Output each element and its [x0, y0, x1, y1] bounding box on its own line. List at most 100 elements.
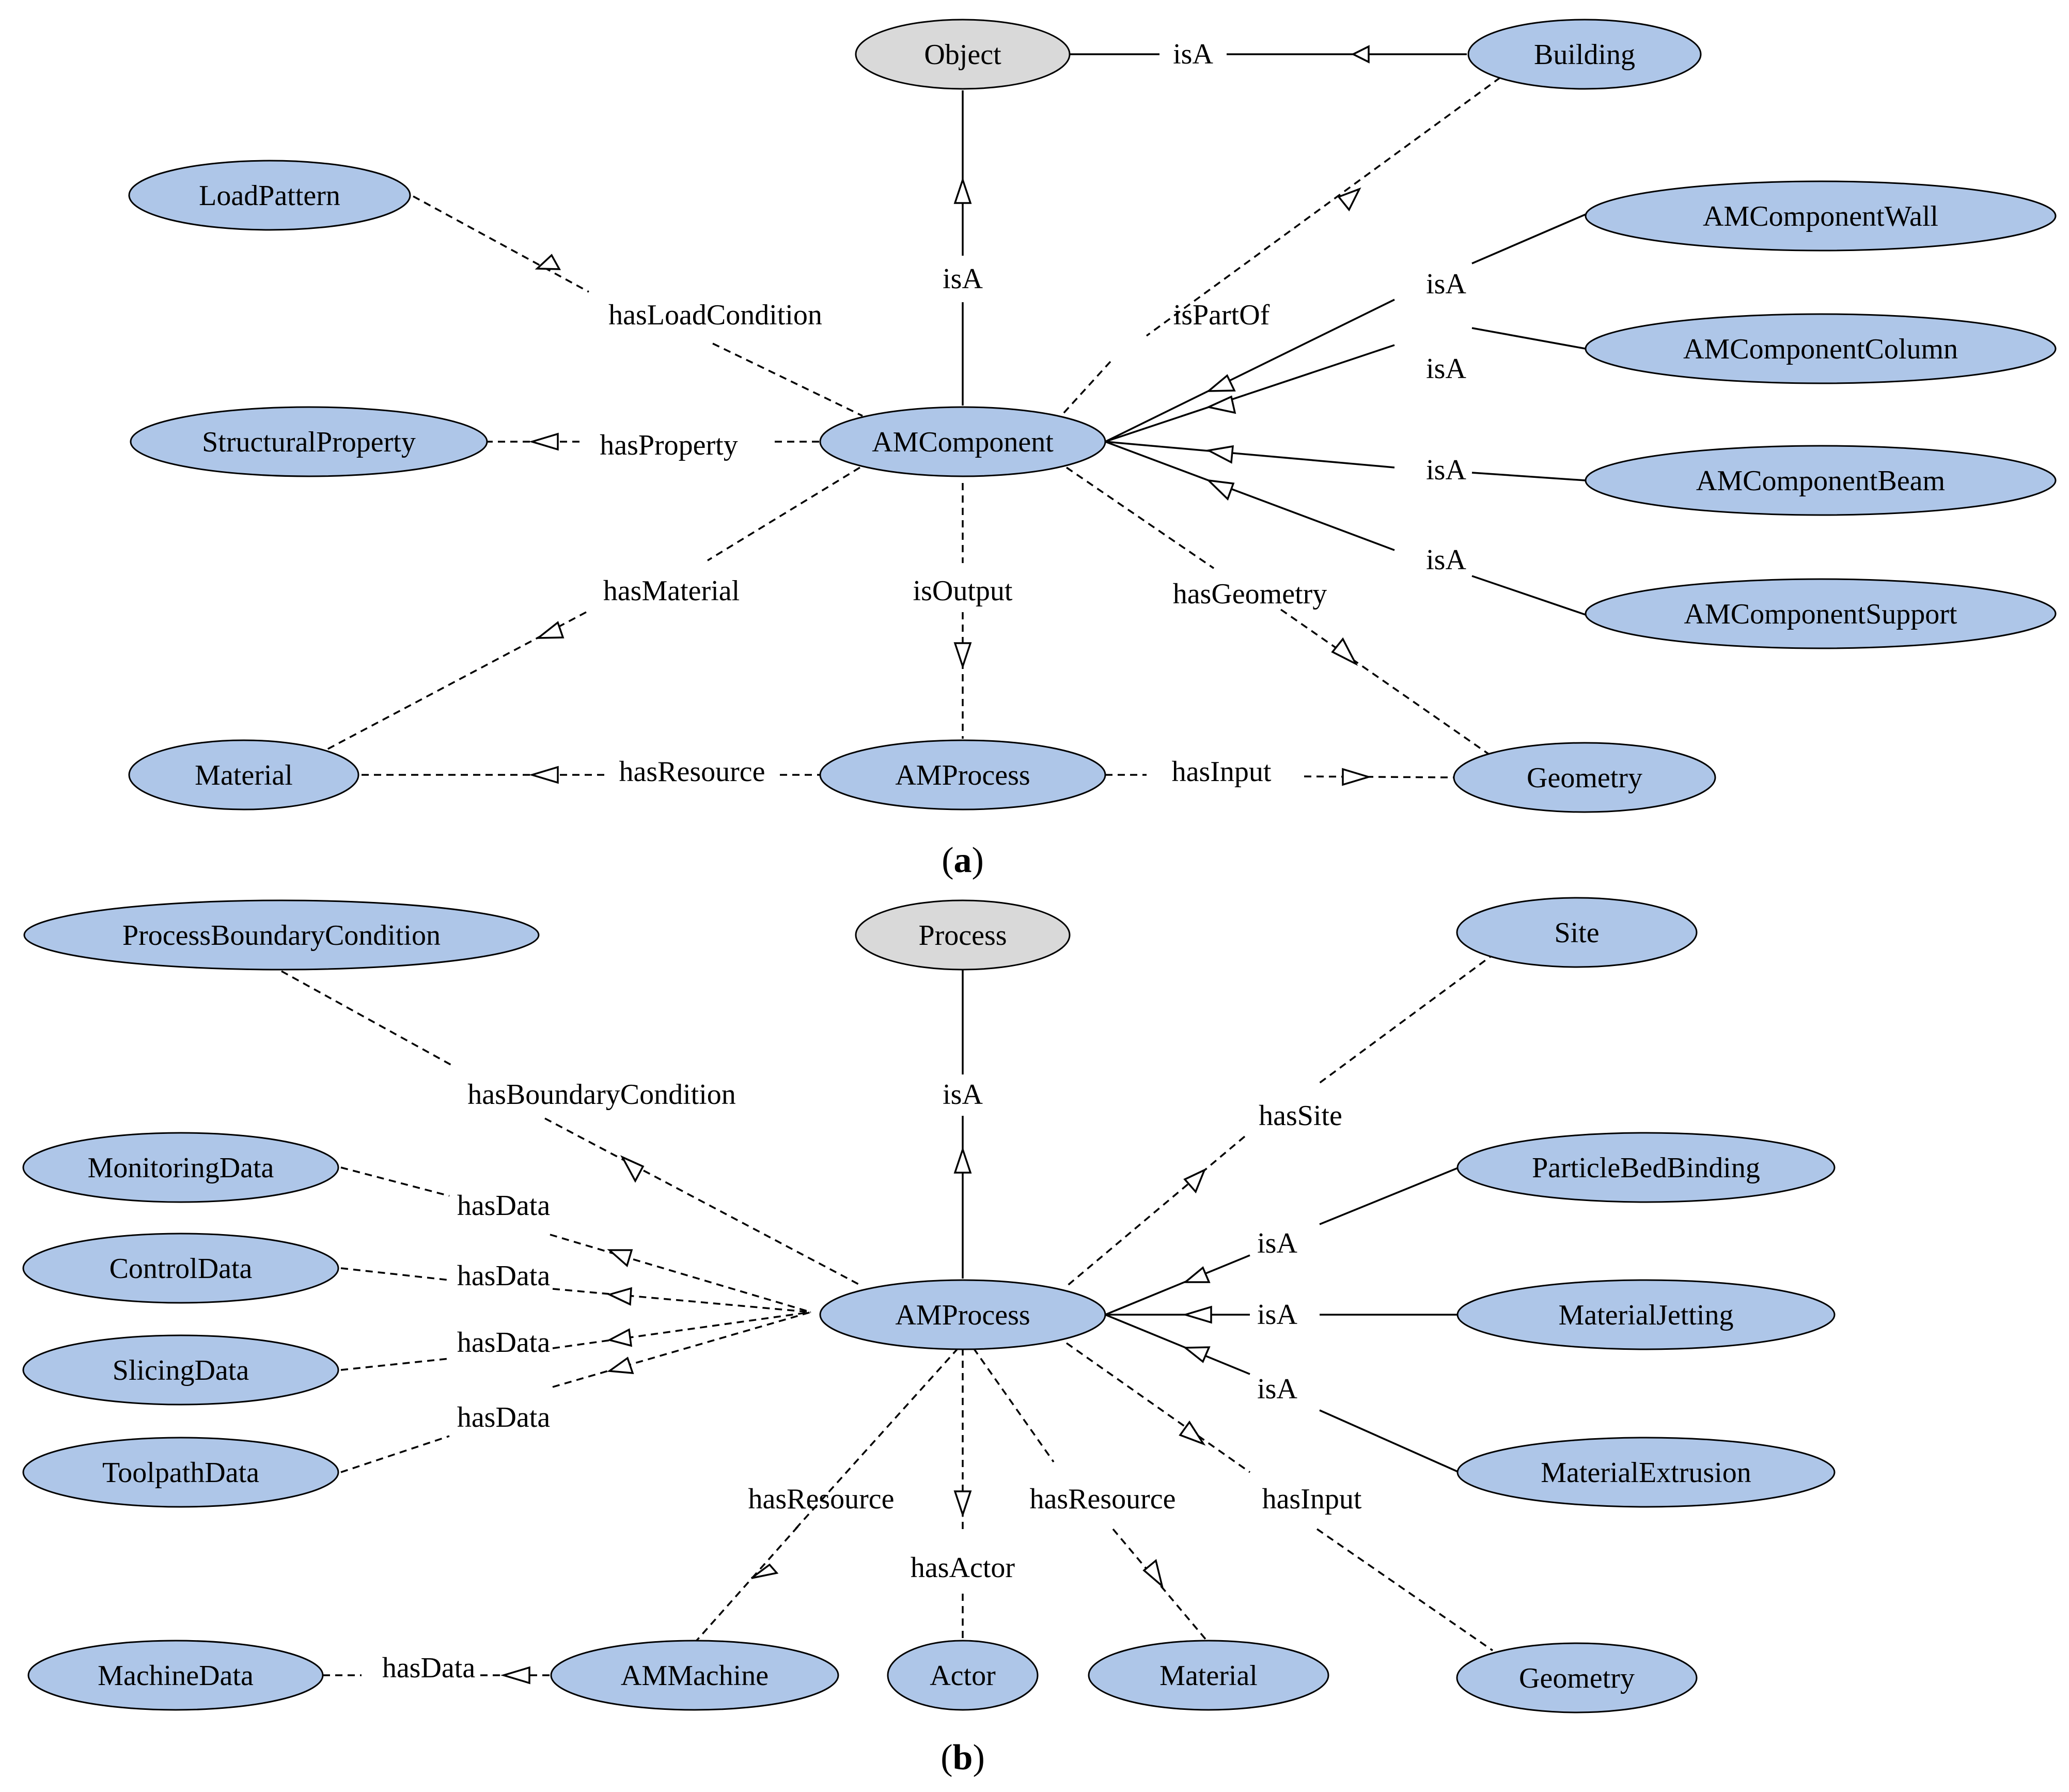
svg-text:SlicingData: SlicingData	[113, 1354, 249, 1386]
edge-hasgeometry-arrow	[1331, 637, 1358, 666]
svg-text:Geometry: Geometry	[1527, 762, 1642, 794]
edge-hasdata-slicing-arrow	[607, 1328, 633, 1347]
edge-hassite-arrow	[1183, 1168, 1206, 1194]
node-slicingdata: SlicingData	[22, 1334, 339, 1406]
node-controldata: ControlData	[22, 1233, 339, 1304]
diagram-b: isA hasSite hasBoundaryCondition hasData…	[22, 897, 1836, 1778]
node-process: Process	[855, 899, 1071, 971]
label-hasresource-material: hasResource	[1029, 1483, 1175, 1515]
node-amprocess-b: AMProcess	[819, 1279, 1106, 1350]
svg-text:MaterialExtrusion: MaterialExtrusion	[1541, 1457, 1751, 1489]
edge-hasgeometry	[1066, 466, 1493, 758]
label-hasproperty: hasProperty	[600, 429, 738, 461]
edge-jetting-isa-arrow	[1182, 1305, 1212, 1324]
edge-hasloadcondition-arrow	[535, 254, 561, 270]
edge-support-isa	[1105, 441, 1586, 616]
svg-text:AMComponentWall: AMComponentWall	[1703, 200, 1938, 232]
svg-text:MaterialJetting: MaterialJetting	[1558, 1299, 1733, 1331]
node-site: Site	[1456, 897, 1698, 968]
node-amcomponentwall: AMComponentWall	[1585, 180, 2057, 252]
edge-hasresource-material-arrow	[1142, 1559, 1164, 1588]
edge-hasresource-machine	[694, 1347, 959, 1644]
svg-text:AMProcess: AMProcess	[895, 759, 1030, 791]
svg-text:ToolpathData: ToolpathData	[102, 1457, 259, 1489]
label-extrusion-isa: isA	[1257, 1373, 1297, 1405]
node-amprocess-a: AMProcess	[819, 739, 1106, 811]
edge-column-isa	[1105, 327, 1586, 443]
label-hasactor: hasActor	[911, 1552, 1015, 1584]
edge-particlebed-isa	[1105, 1166, 1460, 1316]
edge-hasresource-machine-arrow	[750, 1563, 779, 1579]
node-geometry-b: Geometry	[1456, 1642, 1698, 1713]
node-amcomponentsupport: AMComponentSupport	[1585, 578, 2057, 649]
label-hasdata-control: hasData	[457, 1260, 551, 1292]
edge-amprocess-isa-process-arrow	[953, 1146, 972, 1174]
edge-isoutput-arrow	[953, 642, 972, 669]
label-jetting-isa: isA	[1257, 1299, 1297, 1331]
svg-text:Geometry: Geometry	[1519, 1662, 1635, 1694]
svg-text:Site: Site	[1554, 917, 1599, 949]
svg-text:ProcessBoundaryCondition: ProcessBoundaryCondition	[122, 920, 441, 952]
edge-beam-isa-arrow	[1205, 445, 1234, 464]
edge-hasdata-monitoring	[340, 1166, 811, 1313]
label-particlebed-isa: isA	[1257, 1227, 1297, 1259]
label-hasinput-b: hasInput	[1262, 1483, 1362, 1515]
label-hasdata-machine: hasData	[382, 1652, 476, 1684]
edge-wall-isa-arrow	[1206, 374, 1236, 392]
edge-labels-a: isA isA isPartOf hasLoadCondition hasPro…	[600, 38, 1466, 788]
label-building-isa: isA	[1173, 38, 1213, 70]
edge-beam-isa	[1105, 441, 1586, 481]
edge-amcomponent-isa-object-arrow	[953, 177, 972, 204]
edge-support-isa-arrow	[1206, 479, 1235, 501]
edges-a	[322, 45, 1586, 786]
svg-text:Material: Material	[195, 759, 293, 791]
edge-hasdata-slicing	[340, 1311, 811, 1371]
svg-text:AMComponentSupport: AMComponentSupport	[1684, 598, 1957, 630]
node-actor: Actor	[887, 1640, 1039, 1711]
edge-ispartof	[1058, 76, 1501, 419]
label-hasmaterial: hasMaterial	[603, 575, 740, 607]
svg-text:AMComponentBeam: AMComponentBeam	[1696, 465, 1945, 497]
node-ammachine: AMMachine	[550, 1640, 839, 1711]
edge-hasresource-a-arrow	[528, 766, 559, 784]
label-hasdata-slicing: hasData	[457, 1327, 551, 1359]
edge-extrusion-isa	[1105, 1314, 1460, 1473]
edge-building-isa-object-arrow	[1351, 45, 1370, 64]
node-toolpathdata: ToolpathData	[22, 1437, 339, 1508]
edge-hasinput-b	[1065, 1342, 1493, 1651]
svg-text:ControlData: ControlData	[109, 1253, 253, 1285]
edge-hasdata-toolpath	[340, 1311, 811, 1473]
node-materialjetting: MaterialJetting	[1456, 1279, 1836, 1350]
svg-text:Building: Building	[1534, 39, 1635, 71]
label-hasloadcondition: hasLoadCondition	[608, 299, 822, 331]
node-geometry-a: Geometry	[1453, 742, 1716, 813]
label-hassite: hasSite	[1259, 1100, 1342, 1132]
svg-text:LoadPattern: LoadPattern	[199, 180, 340, 212]
edges-b	[281, 952, 1496, 1685]
edge-extrusion-isa-arrow	[1183, 1346, 1211, 1363]
svg-text:StructuralProperty: StructuralProperty	[202, 426, 416, 458]
nodes-a: Object Building LoadPattern StructuralPr…	[128, 19, 2057, 813]
label-support-isa: isA	[1426, 544, 1466, 576]
node-particlebedbinding: ParticleBedBinding	[1456, 1132, 1836, 1203]
node-material-b: Material	[1088, 1640, 1329, 1711]
caption-b: (b)	[941, 1738, 985, 1778]
edge-hasinput-b-arrow	[1179, 1420, 1206, 1446]
edge-hasdata-machine-arrow	[500, 1666, 530, 1685]
svg-text:Object: Object	[924, 39, 1001, 71]
svg-text:ParticleBedBinding: ParticleBedBinding	[1532, 1152, 1760, 1184]
edge-hasdata-monitoring-arrow	[607, 1249, 633, 1268]
edge-particlebed-isa-arrow	[1183, 1266, 1211, 1283]
edge-hasinput-a	[1105, 774, 1454, 778]
edge-labels-b: isA hasSite hasBoundaryCondition hasData…	[382, 1079, 1362, 1684]
node-amcomponentbeam: AMComponentBeam	[1585, 445, 2057, 516]
node-loadpattern: LoadPattern	[128, 160, 411, 231]
svg-text:Actor: Actor	[930, 1660, 996, 1692]
label-hasinput-a: hasInput	[1172, 756, 1272, 788]
label-hasgeometry: hasGeometry	[1173, 578, 1327, 610]
node-processboundarycondition: ProcessBoundaryCondition	[23, 899, 540, 971]
node-amcomponent-a: AMComponent	[819, 406, 1106, 477]
node-object: Object	[855, 19, 1071, 90]
svg-text:Material: Material	[1159, 1660, 1258, 1692]
